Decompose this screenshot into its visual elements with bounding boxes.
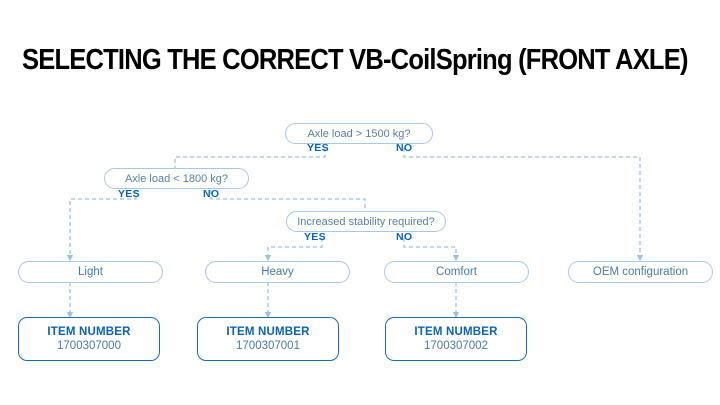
- result-oem-configuration[interactable]: OEM configuration: [568, 261, 713, 283]
- item-number-label: ITEM NUMBER: [226, 326, 310, 338]
- connector-d1-yes: [174, 148, 326, 168]
- item-number-box-comfort[interactable]: ITEM NUMBER 1700307002: [385, 317, 527, 361]
- decision-axle-load-1500[interactable]: Axle load > 1500 kg?: [285, 123, 433, 144]
- item-number-label: ITEM NUMBER: [47, 326, 131, 338]
- connector-d2-no: [210, 190, 366, 210]
- branch-label-d3-no: NO: [396, 231, 413, 243]
- item-number-value: 1700307000: [57, 340, 121, 352]
- branch-label-d1-yes: YES: [307, 142, 329, 154]
- item-number-label: ITEM NUMBER: [414, 326, 498, 338]
- result-light[interactable]: Light: [18, 261, 163, 283]
- branch-label-d2-yes: YES: [118, 188, 140, 200]
- branch-label-d1-no: NO: [396, 142, 413, 154]
- connector-d3-no: [403, 238, 460, 262]
- decision-increased-stability[interactable]: Increased stability required?: [286, 211, 446, 232]
- connector-d2-yes: [66, 190, 137, 262]
- item-number-value: 1700307002: [424, 340, 488, 352]
- connector-d1-no: [403, 148, 644, 262]
- branch-label-d3-yes: YES: [304, 231, 326, 243]
- item-number-box-heavy[interactable]: ITEM NUMBER 1700307001: [197, 317, 339, 361]
- decision-axle-load-1800[interactable]: Axle load < 1800 kg?: [104, 168, 249, 189]
- item-number-value: 1700307001: [236, 340, 300, 352]
- result-heavy[interactable]: Heavy: [205, 261, 350, 283]
- item-number-box-light[interactable]: ITEM NUMBER 1700307000: [18, 317, 160, 361]
- branch-label-d2-no: NO: [203, 188, 220, 200]
- result-comfort[interactable]: Comfort: [384, 261, 529, 283]
- page-title: SELECTING THE CORRECT VB-CoilSpring (FRO…: [22, 44, 688, 76]
- connector-d3-yes: [264, 238, 323, 262]
